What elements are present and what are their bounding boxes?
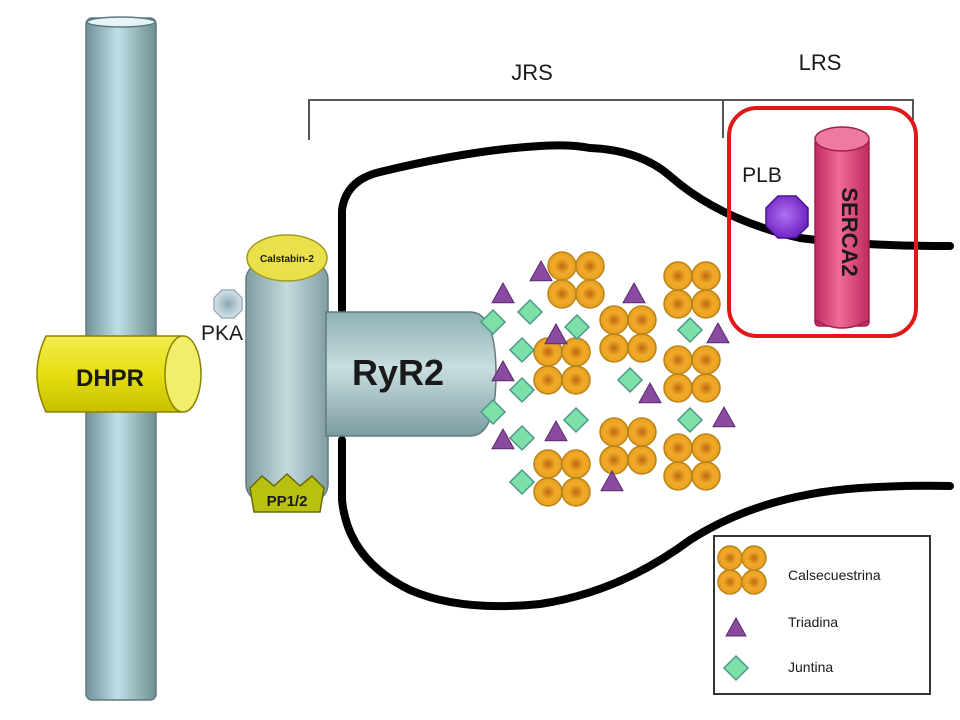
junctin-icon [676, 406, 704, 434]
calsequestrin-tetramer-icon [599, 417, 657, 475]
legend-label-triadina: Triadina [788, 614, 838, 630]
calsequestrin-tetramer-icon [717, 545, 767, 595]
triadin-icon [491, 359, 515, 382]
triadin-icon [706, 321, 730, 344]
serca2-pump [814, 126, 870, 329]
junctin-icon [508, 376, 536, 404]
lrs-label: LRS [799, 50, 842, 75]
legend-label-juntina: Juntina [788, 659, 833, 675]
calstabin-label: Calstabin-2 [260, 254, 314, 265]
junctin-icon [722, 654, 750, 682]
triadin-icon [712, 405, 736, 428]
jrs-label: JRS [511, 60, 553, 85]
dhpr-channel [36, 335, 202, 413]
triadin-icon [491, 281, 515, 304]
junctin-icon [562, 406, 590, 434]
pp12-label: PP1/2 [267, 493, 308, 510]
triadin-icon [529, 259, 553, 282]
calsequestrin-tetramer-icon [599, 305, 657, 363]
sr-membrane-lower [338, 436, 954, 611]
junctin-icon [479, 308, 507, 336]
triadin-icon [622, 281, 646, 304]
junctin-icon [616, 366, 644, 394]
triadin-icon [725, 616, 747, 637]
junctin-icon [508, 468, 536, 496]
pp12 [249, 472, 325, 513]
calsequestrin-tetramer-icon [533, 337, 591, 395]
junctin-icon [676, 316, 704, 344]
triadin-icon [544, 419, 568, 442]
triadin-icon [544, 322, 568, 345]
protein-cluster [479, 251, 736, 507]
pka-icon [213, 289, 243, 319]
calsequestrin-tetramer-icon [663, 433, 721, 491]
dhpr-label: DHPR [76, 365, 144, 392]
triadin-icon [491, 427, 515, 450]
junctin-icon [508, 424, 536, 452]
serca2-label: SERCA2 [837, 187, 862, 276]
junctin-icon [508, 336, 536, 364]
ryr2-foot [245, 261, 329, 503]
calsequestrin-tetramer-icon [663, 345, 721, 403]
triadin-icon [600, 469, 624, 492]
calsequestrin-tetramer-icon [663, 261, 721, 319]
legend [713, 535, 931, 695]
triadin-icon [638, 381, 662, 404]
calstabin-2 [246, 234, 328, 282]
calsequestrin-tetramer-icon [547, 251, 605, 309]
junctin-icon [516, 298, 544, 326]
ryr2-label: RyR2 [352, 352, 444, 393]
region-bracket [308, 99, 914, 140]
junctin-icon [479, 398, 507, 426]
sr-membrane [338, 141, 954, 314]
calsequestrin-tetramer-icon [533, 449, 591, 507]
pka-label: PKA [201, 322, 243, 345]
plb-label: PLB [742, 164, 782, 187]
lrs-highlight-box [727, 106, 918, 338]
legend-label-calsecuestrina: Calsecuestrina [788, 567, 881, 583]
junctin-icon [563, 313, 591, 341]
plb-icon [765, 195, 809, 239]
